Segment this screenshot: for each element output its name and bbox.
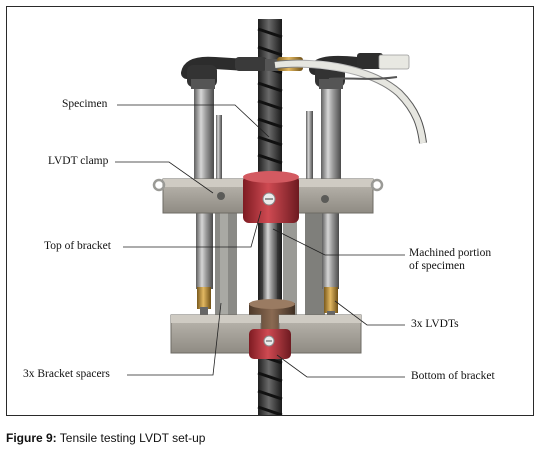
label-lvdts: 3x LVDTs xyxy=(411,318,459,330)
leader-bottom-of-bracket xyxy=(276,354,405,378)
caption-text: Tensile testing LVDT set-up xyxy=(59,431,206,445)
leader-top-of-bracket xyxy=(123,210,262,248)
label-lvdt-clamp: LVDT clamp xyxy=(48,155,109,167)
caption-prefix: Figure 9: xyxy=(6,431,57,445)
lvdt-connectors xyxy=(181,53,410,89)
lvdt-setup-photo xyxy=(115,19,427,415)
label-machined-portion: Machined portion of specimen xyxy=(409,247,491,273)
label-bracket-spacers: 3x Bracket spacers xyxy=(23,368,110,380)
label-top-of-bracket: Top of bracket xyxy=(44,240,111,252)
leader-machined-portion xyxy=(272,228,405,256)
leader-lvdt-clamp xyxy=(115,161,214,194)
figure-caption: Figure 9: Tensile testing LVDT set-up xyxy=(6,431,205,445)
bracket-spacers xyxy=(215,212,325,322)
lvdt-left xyxy=(194,85,222,315)
leader-bracket-spacers xyxy=(127,302,222,376)
leader-lvdts xyxy=(334,300,405,326)
machined-portion xyxy=(263,215,277,315)
label-machined-portion-line2: of specimen xyxy=(409,260,465,272)
top-collar-red xyxy=(243,171,299,223)
lvdt-right xyxy=(306,85,341,319)
label-specimen: Specimen xyxy=(62,98,108,110)
label-bottom-of-bracket: Bottom of bracket xyxy=(411,370,495,382)
label-machined-portion-line1: Machined portion xyxy=(409,247,492,259)
figure-frame: Specimen LVDT clamp Top of bracket 3x Br… xyxy=(6,6,534,416)
bottom-collar-red xyxy=(249,329,291,359)
leader-specimen xyxy=(117,104,270,138)
lvdt-clamp xyxy=(152,178,384,214)
leader-lines xyxy=(115,104,405,378)
signal-cable xyxy=(274,59,427,144)
